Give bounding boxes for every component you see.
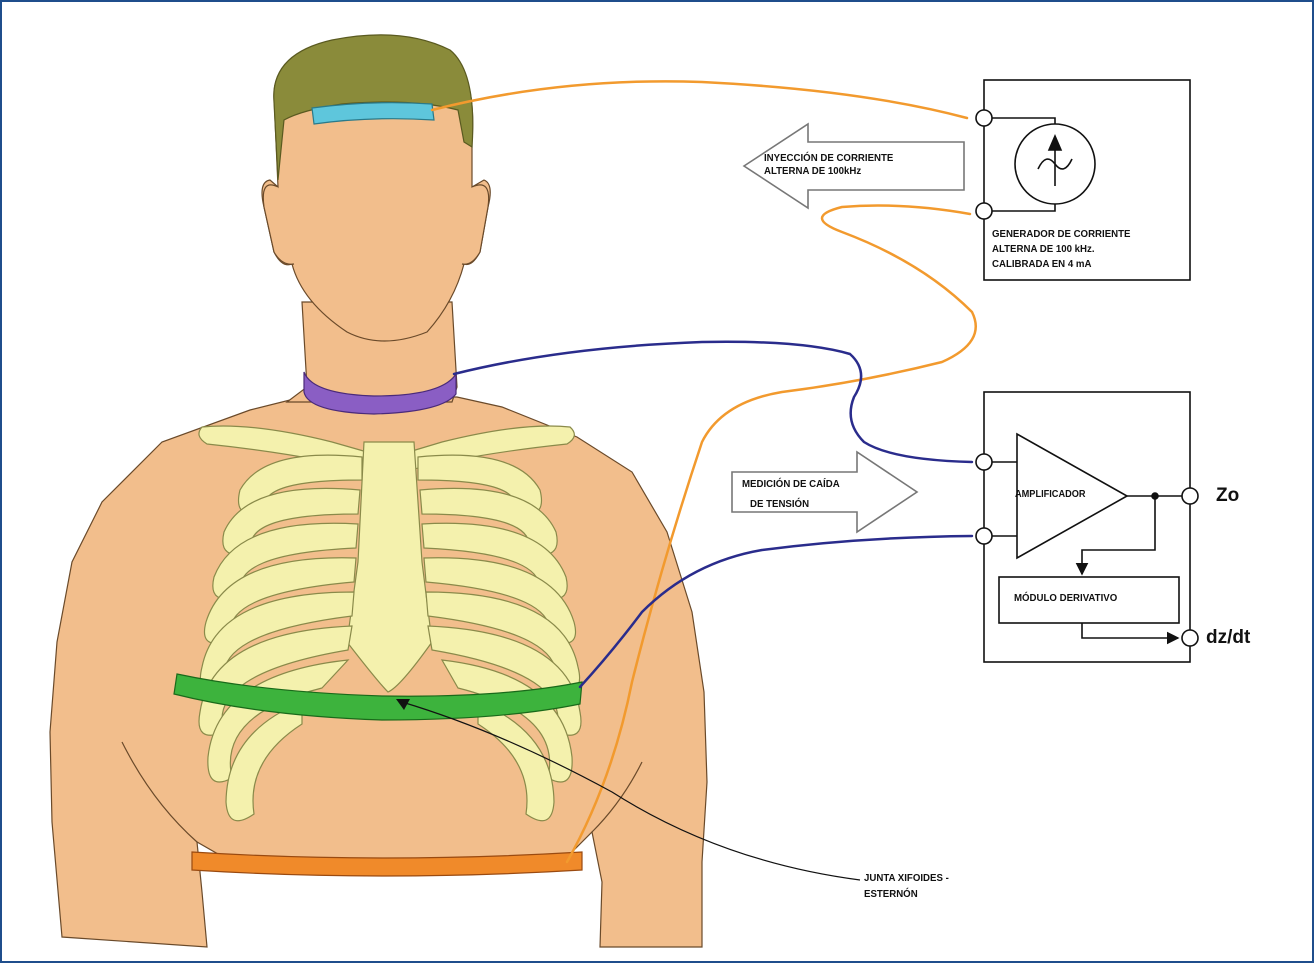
- generator-terminal-top: [976, 110, 992, 126]
- generator-terminal-bottom: [976, 203, 992, 219]
- junction-label-line1: JUNTA XIFOIDES -: [864, 872, 949, 885]
- output-terminal-zo: [1182, 488, 1198, 504]
- ac-source-icon: [1015, 124, 1095, 204]
- generator-label-line2: ALTERNA DE 100 kHz.: [992, 243, 1095, 256]
- measure-label-line1: MEDICIÓN DE CAÍDA: [742, 478, 840, 491]
- wire-forehead-to-generator: [432, 81, 967, 118]
- amplifier-label: AMPLIFICADOR: [1015, 489, 1086, 502]
- injection-label-line1: INYECCIÓN DE CORRIENTE: [764, 152, 893, 165]
- derivative-module-label: MÓDULO DERIVATIVO: [1014, 592, 1117, 605]
- output-label-dzdt: dz/dt: [1206, 626, 1250, 650]
- injection-label-line2: ALTERNA DE 100kHz: [764, 165, 861, 178]
- output-terminal-dzdt: [1182, 630, 1198, 646]
- generator-label-line3: CALIBRADA EN 4 mA: [992, 258, 1091, 271]
- amp-input-bottom: [976, 528, 992, 544]
- junction-label-line2: ESTERNÓN: [864, 888, 918, 901]
- generator-label-line1: GENERADOR DE CORRIENTE: [992, 228, 1130, 241]
- measure-label-line2: DE TENSIÓN: [750, 498, 809, 511]
- amplifier-module: [976, 392, 1198, 662]
- arrow-right-icon: [732, 452, 917, 532]
- amp-input-top: [976, 454, 992, 470]
- output-label-zo: Zo: [1216, 484, 1239, 508]
